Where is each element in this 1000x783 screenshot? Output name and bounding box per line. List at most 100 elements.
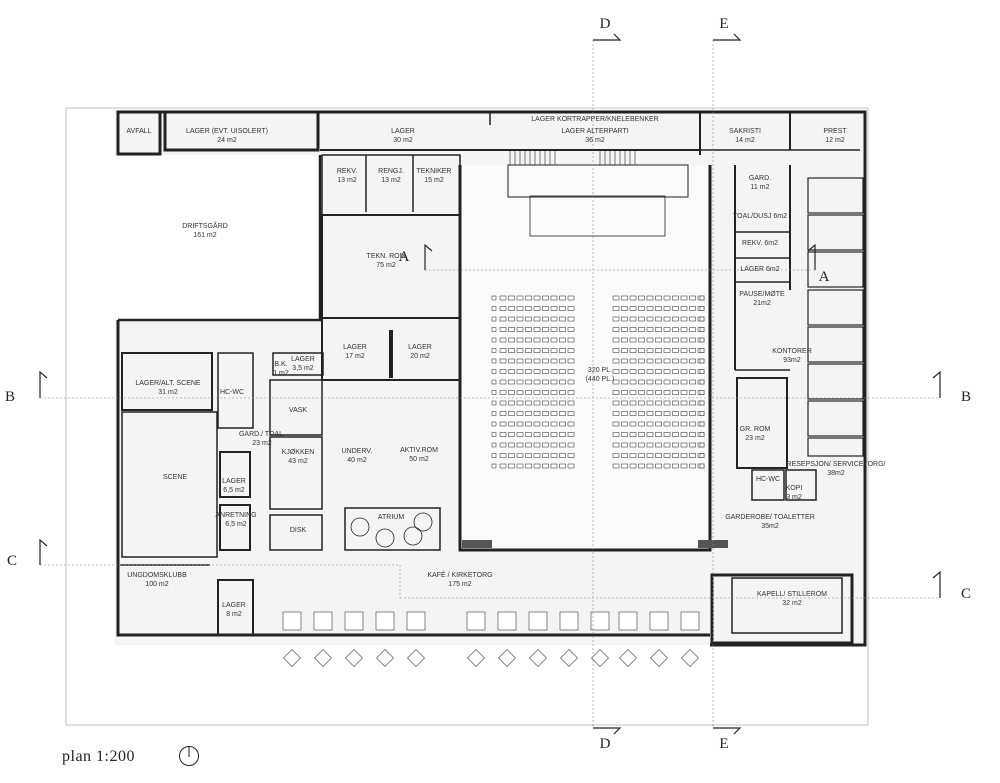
pew-end [699, 358, 705, 364]
pew-seat [629, 295, 637, 301]
pew-seat [550, 390, 558, 395]
outdoor-table [283, 649, 301, 667]
pew-end [491, 442, 497, 448]
pew-seat [621, 390, 628, 395]
pew-seat [621, 453, 628, 458]
room-label-underv: UNDERV. [342, 448, 373, 455]
section-label-d-top: D [600, 16, 611, 32]
pew-seat [612, 358, 620, 364]
pew-seat [629, 411, 637, 416]
pew-seat [646, 369, 654, 374]
room-area-gard-11: 11 m2 [751, 184, 770, 191]
pew-seat [567, 442, 575, 448]
room-label-kafe: KAFÉ / KIRKETORG [427, 570, 492, 579]
room-area-garderobe-toaletter: 35m2 [761, 523, 779, 530]
room-label-rekv-13: REKV. [337, 168, 357, 175]
pew-seat [621, 316, 628, 322]
cafe-table [466, 611, 486, 631]
pew-seat [646, 432, 654, 437]
pew-seat [567, 400, 575, 406]
room-label-lager-17: LAGER [343, 344, 367, 351]
pew-seat [516, 453, 524, 458]
pew-seat [629, 348, 637, 353]
pew-seat [525, 306, 532, 311]
pew-seat [672, 432, 679, 437]
section-label-a-right: A [819, 269, 830, 285]
room-label-kontorer: KONTORER [772, 348, 812, 355]
pew-seat [663, 348, 671, 353]
pew-seat [533, 337, 541, 343]
pew-seat [638, 348, 645, 353]
pew-seat [621, 411, 628, 416]
pew-seat [516, 379, 524, 385]
pew-seat [516, 358, 524, 364]
pew-seat [508, 369, 515, 374]
pew-seat [663, 432, 671, 437]
room-label-tekn-rom: TEKN. ROM [367, 253, 406, 260]
pew-seat [550, 442, 558, 448]
pew-seat [663, 327, 671, 332]
outdoor-table [345, 649, 363, 667]
pew-end [491, 306, 497, 311]
pew-seat [621, 358, 628, 364]
pew-seat [533, 327, 541, 332]
room-area-rengj: 13 m2 [381, 177, 401, 184]
cafe-tables [282, 611, 700, 667]
pew-seat [646, 400, 654, 406]
pew-seat [508, 327, 515, 332]
pew-seat [672, 337, 679, 343]
pew-seat [672, 411, 679, 416]
pew-seat [550, 358, 558, 364]
section-lines [40, 40, 940, 728]
section-label-d-bottom: D [600, 736, 611, 752]
pew-seat [567, 337, 575, 343]
outdoor-table [407, 649, 425, 667]
room-area-pause-mote: 21m2 [753, 300, 771, 307]
pew-seat [655, 463, 662, 469]
pew-seat [629, 442, 637, 448]
room-area-lager-3-5: 3,5 m2 [292, 365, 314, 372]
pew-seat [663, 411, 671, 416]
pew-seat [542, 316, 549, 322]
pew-seat [672, 379, 679, 385]
pew-seat [689, 369, 696, 374]
pew-seat [499, 400, 507, 406]
site-boundary [65, 107, 869, 726]
room-area-gard-toal: 23 m2 [252, 440, 272, 447]
pew-seat [525, 442, 532, 448]
pew-seat [550, 432, 558, 437]
pew-seat [621, 400, 628, 406]
pew-seat [663, 442, 671, 448]
pew-seat [621, 337, 628, 343]
pew-seat [638, 421, 645, 427]
pew-seat [542, 432, 549, 437]
pew-seat [550, 316, 558, 322]
pew-seat [646, 390, 654, 395]
pew-seat [621, 432, 628, 437]
pew-seat [533, 358, 541, 364]
pew-seat [508, 348, 515, 353]
wall-driftsgard [118, 155, 322, 322]
pew-seat [672, 390, 679, 395]
pew-seat [499, 327, 507, 332]
pew-seat [516, 432, 524, 437]
pew-seat [680, 463, 688, 469]
section-label-b-left: B [5, 389, 15, 405]
pew-seat [567, 432, 575, 437]
room-area-kjokken: 43 m2 [288, 458, 308, 465]
pew-seat [525, 379, 532, 385]
pew-seat [550, 453, 558, 458]
pew-seat [672, 295, 679, 301]
outdoor-table [560, 649, 578, 667]
pew-seat [672, 348, 679, 353]
pew-seat [559, 390, 566, 395]
pew-seat [525, 358, 532, 364]
pew-seat [499, 369, 507, 374]
pew-seat [638, 337, 645, 343]
pew-seat [516, 463, 524, 469]
outdoor-table [529, 649, 547, 667]
pew-seat [680, 400, 688, 406]
section-label-c-left: C [7, 553, 17, 569]
pew-seat [533, 421, 541, 427]
pew-seat [567, 327, 575, 332]
